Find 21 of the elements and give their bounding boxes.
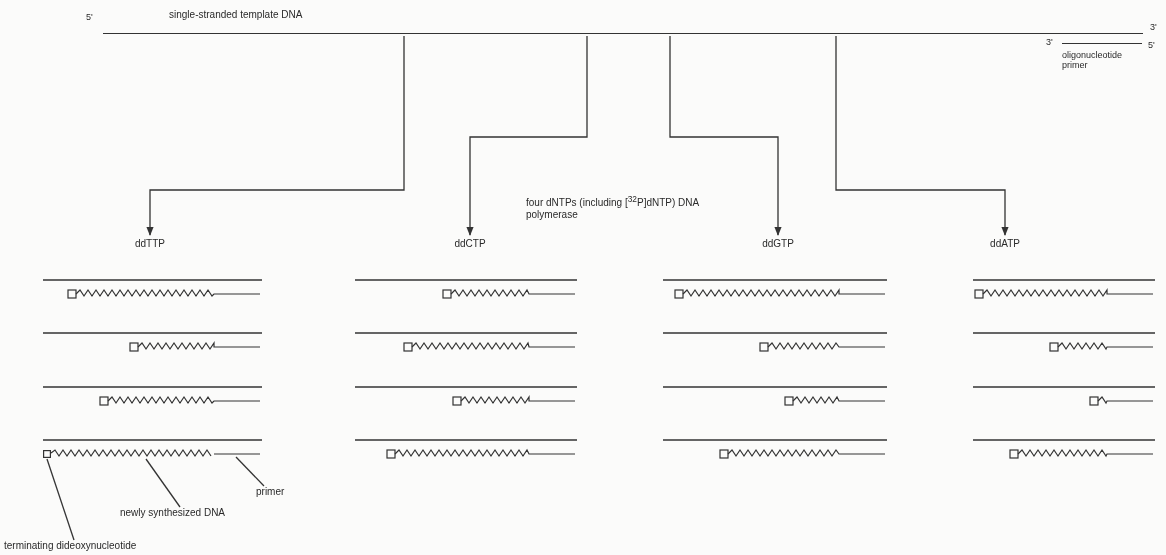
strand-label: oligonucleotide primer	[1062, 50, 1124, 71]
arrow	[466, 35, 588, 236]
callout-text: newly synthesized DNA	[120, 507, 250, 520]
terminator-square	[43, 450, 51, 458]
arrow	[835, 35, 1009, 236]
strand-end-label: 5'	[1148, 40, 1155, 50]
reaction-note: four dNTPs (including [$^{32}$P]dNTP) DNA polymerase	[526, 194, 700, 222]
template-strand	[103, 8, 1143, 34]
arrow	[146, 35, 405, 236]
callout-text: primer	[256, 486, 296, 499]
strand-end-label: 3'	[1046, 37, 1053, 47]
tube-label: ddCTP	[440, 238, 500, 252]
strand-end-label: 3'	[1150, 22, 1157, 32]
tube-label: ddGTP	[748, 238, 808, 252]
arrow	[669, 35, 782, 236]
strand-label: single-stranded template DNA	[169, 9, 303, 21]
tube-label: ddATP	[975, 238, 1035, 252]
new-strand-wave	[51, 449, 214, 457]
tube-label: ddTTP	[120, 238, 180, 252]
callout-text: terminating dideoxynucleotide	[4, 540, 184, 553]
strand-end-label: 5'	[86, 12, 93, 22]
